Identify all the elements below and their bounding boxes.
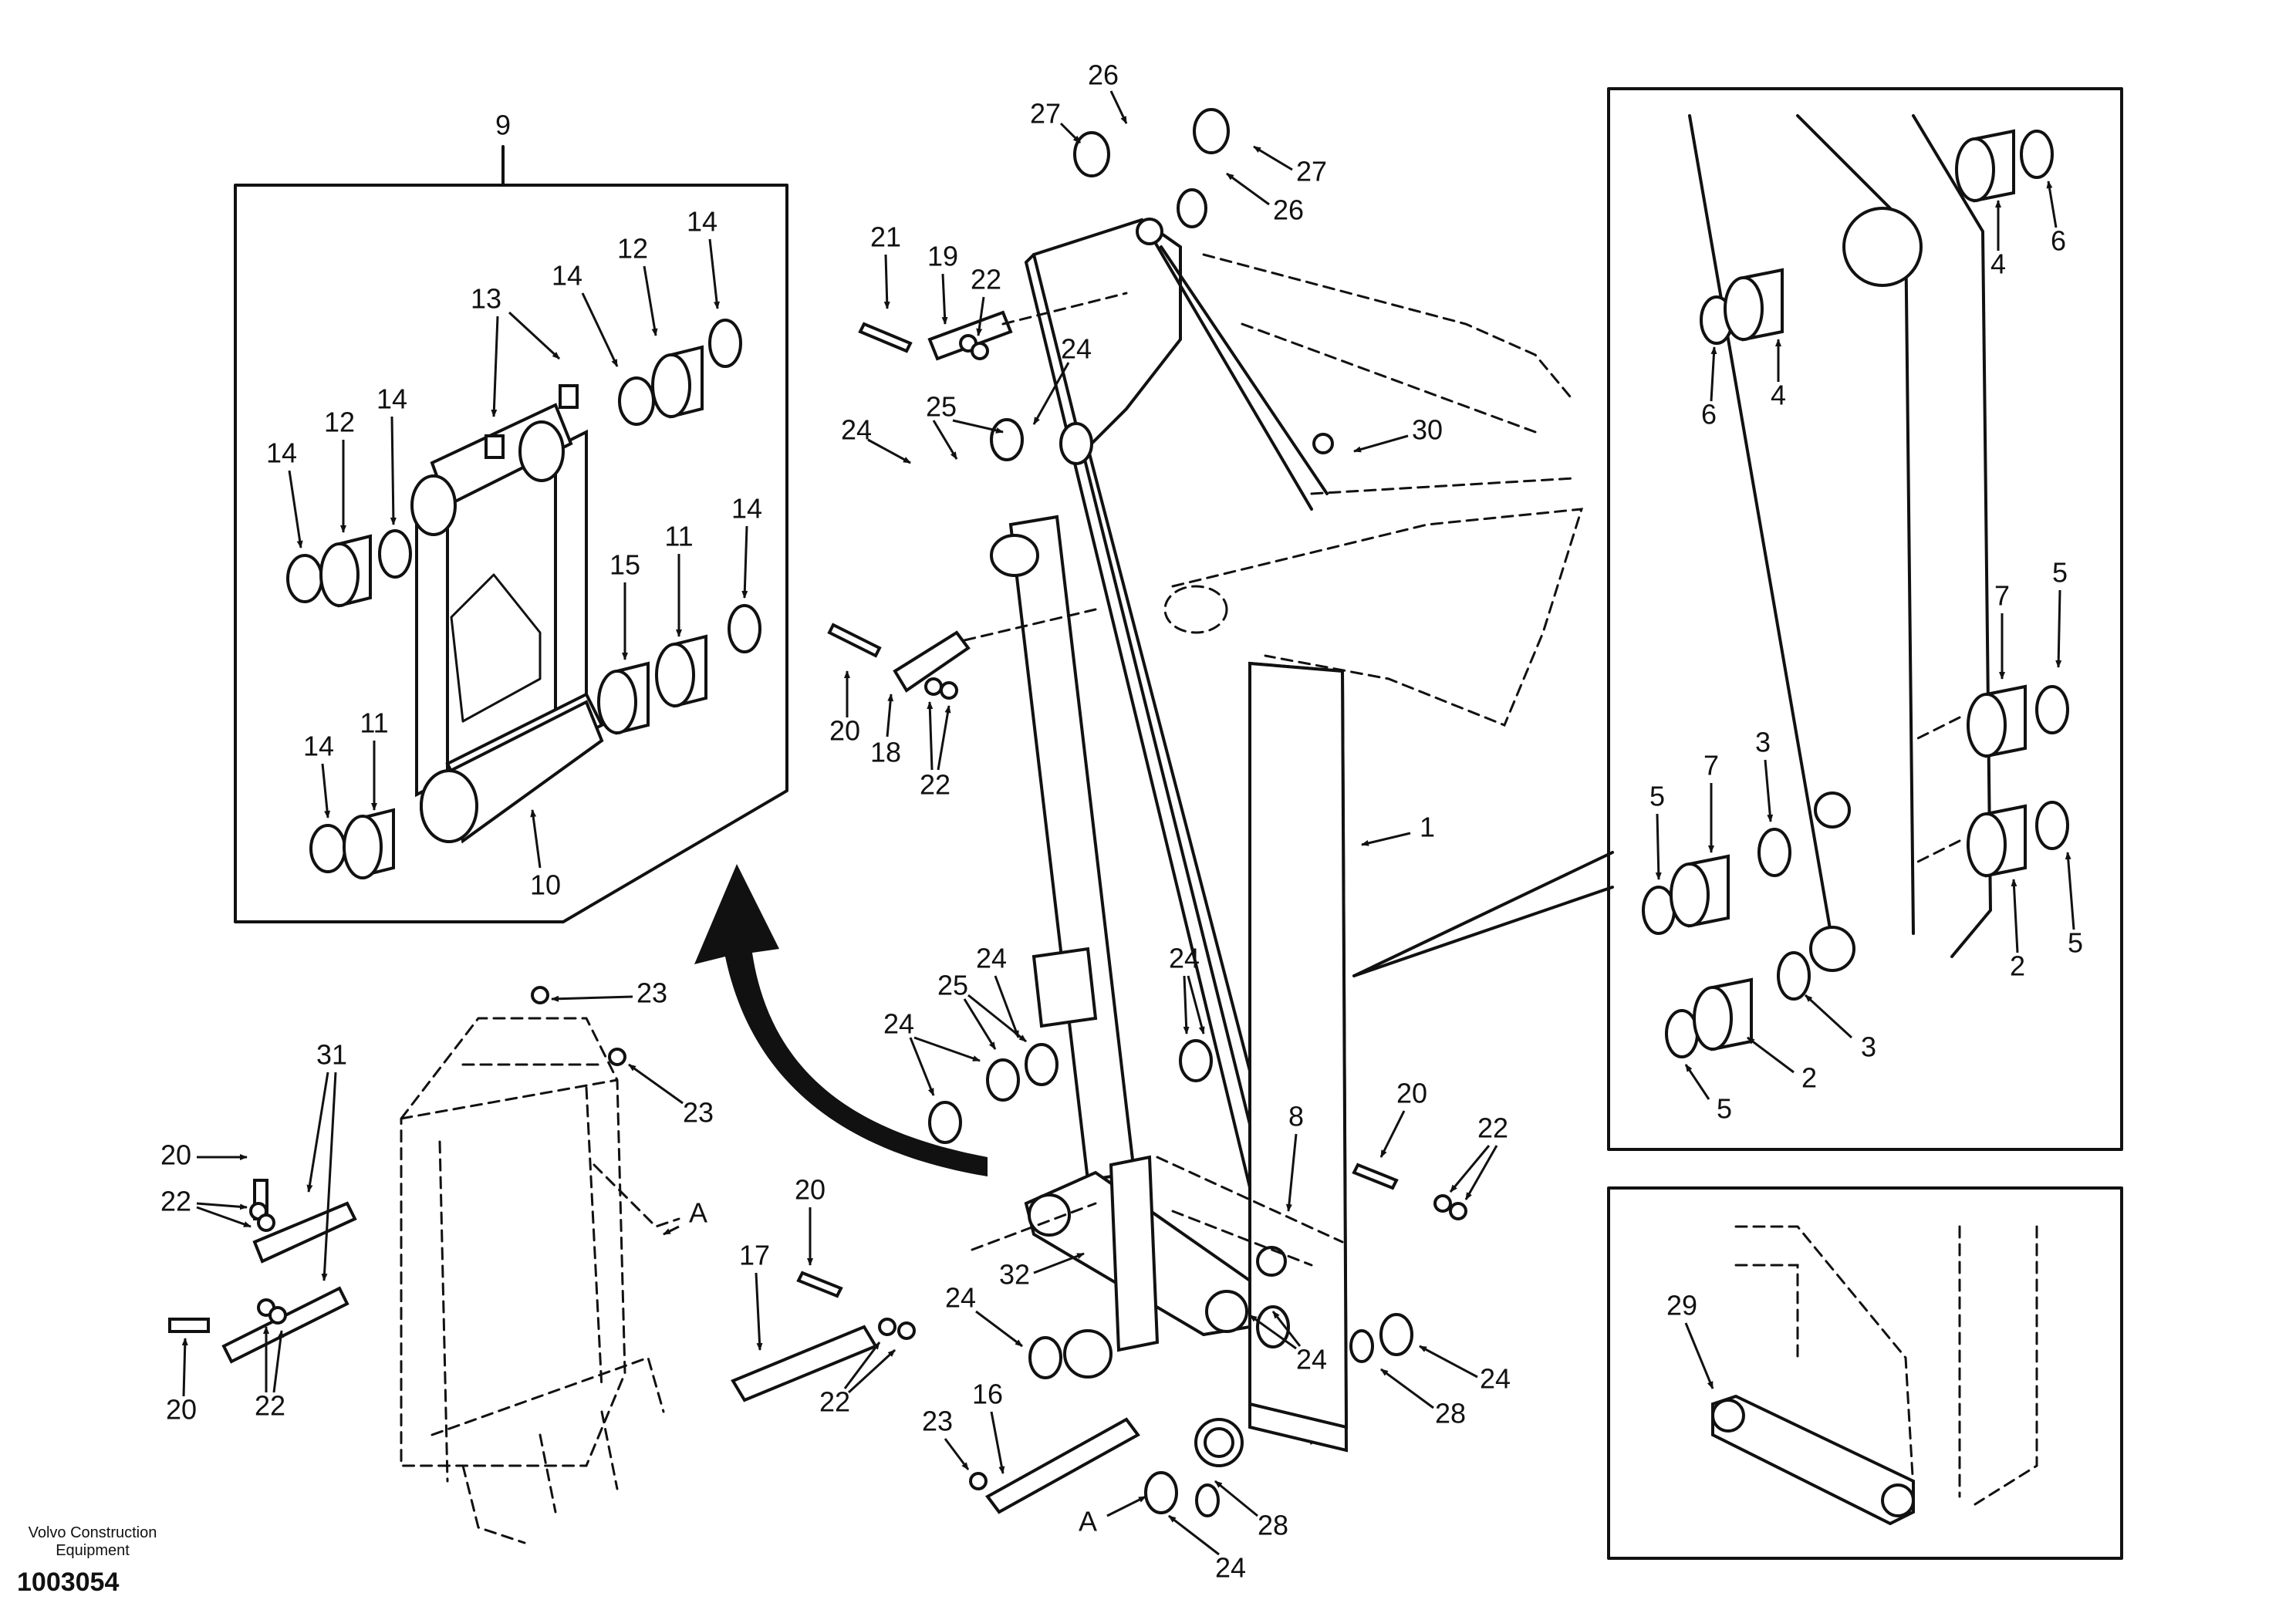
callout-24-left: 24 xyxy=(841,414,872,446)
callout-22-e: 22 xyxy=(255,1390,285,1422)
callout-5-left: 5 xyxy=(1649,781,1665,812)
curved-pointer-arrow xyxy=(694,864,988,1176)
callout-24-d: 24 xyxy=(1215,1552,1246,1584)
callout-6-left: 6 xyxy=(1701,399,1717,430)
callout-14-e: 14 xyxy=(731,493,762,525)
callout-23-b: 23 xyxy=(636,977,667,1009)
callout-3-top: 3 xyxy=(1755,727,1771,758)
callout-23-c: 23 xyxy=(683,1097,714,1129)
callout-20-d: 20 xyxy=(160,1139,191,1171)
bucket-assembly xyxy=(168,1017,680,1544)
callout-2-right: 2 xyxy=(2010,950,2025,982)
callout-7-right: 7 xyxy=(1994,580,2010,612)
callout-A-bottom: A xyxy=(1079,1506,1097,1537)
callout-20-b: 20 xyxy=(1396,1078,1427,1109)
brand-block: Volvo Construction Equipment 1003054 xyxy=(17,1524,157,1597)
callout-3-bottom: 3 xyxy=(1861,1031,1876,1063)
callout-26-top: 26 xyxy=(1088,59,1119,91)
callout-21: 21 xyxy=(870,221,901,253)
callout-22-top: 22 xyxy=(971,264,1001,295)
callout-22-d: 22 xyxy=(160,1186,191,1217)
link-alt-panel xyxy=(1607,1186,2123,1560)
callout-20-a: 20 xyxy=(829,715,860,747)
callout-7-left: 7 xyxy=(1703,750,1719,781)
callout-13: 13 xyxy=(471,283,501,315)
callout-A-left: A xyxy=(689,1197,707,1229)
callout-18: 18 xyxy=(870,737,901,768)
callout-5-right-top: 5 xyxy=(2052,557,2068,589)
callout-5-right-bottom: 5 xyxy=(2068,927,2083,959)
callout-24-b2: 24 xyxy=(883,1008,914,1040)
fasteners xyxy=(249,108,1467,1517)
callout-8: 8 xyxy=(1288,1101,1304,1132)
callout-24-c3: 24 xyxy=(1480,1363,1511,1395)
callout-11-b: 11 xyxy=(360,707,388,739)
callout-30: 30 xyxy=(1412,414,1443,446)
callout-31: 31 xyxy=(316,1039,347,1071)
callout-26-right: 26 xyxy=(1273,194,1304,226)
callout-25-top: 25 xyxy=(926,391,957,423)
callout-32: 32 xyxy=(999,1259,1030,1291)
callout-20-c: 20 xyxy=(795,1174,826,1206)
callout-24-c2: 24 xyxy=(1296,1344,1327,1375)
callout-24-b3: 24 xyxy=(1169,943,1200,974)
callout-28-b: 28 xyxy=(1258,1510,1288,1541)
callout-24-top: 24 xyxy=(1061,333,1092,365)
callout-22-c: 22 xyxy=(819,1386,850,1418)
callout-24-b1: 24 xyxy=(976,943,1007,974)
link-detail-panel xyxy=(234,145,788,923)
callout-12-a: 12 xyxy=(617,233,648,265)
callout-6-top: 6 xyxy=(2051,225,2066,257)
callout-29: 29 xyxy=(1666,1290,1697,1321)
callout-14-a: 14 xyxy=(552,260,582,292)
callout-1: 1 xyxy=(1420,812,1435,843)
callout-14-d: 14 xyxy=(376,383,407,415)
callout-2-bottom: 2 xyxy=(1801,1062,1817,1094)
callout-5-bottom: 5 xyxy=(1717,1093,1732,1125)
callout-19: 19 xyxy=(927,241,958,272)
callout-28-a: 28 xyxy=(1435,1398,1466,1429)
callout-17: 17 xyxy=(739,1240,770,1271)
callout-15: 15 xyxy=(609,549,640,581)
callout-22-b: 22 xyxy=(1477,1112,1508,1144)
document-number: 1003054 xyxy=(17,1568,119,1597)
callout-27-top: 27 xyxy=(1030,98,1061,130)
callout-14-c: 14 xyxy=(266,437,297,469)
callout-14-b: 14 xyxy=(687,206,718,238)
callout-25-b: 25 xyxy=(937,970,968,1001)
callout-23-a: 23 xyxy=(922,1406,953,1437)
callout-12-b: 12 xyxy=(324,407,355,438)
brand-line-2: Equipment xyxy=(56,1542,130,1559)
callout-4-top: 4 xyxy=(1990,248,2006,280)
callout-14-f: 14 xyxy=(303,731,334,762)
callout-11-a: 11 xyxy=(664,521,693,552)
callout-9: 9 xyxy=(495,110,511,141)
callout-22-a: 22 xyxy=(920,769,950,801)
callout-24-c1: 24 xyxy=(945,1282,976,1314)
callout-20-e: 20 xyxy=(166,1394,197,1426)
callout-labels: 9 26 27 27 26 21 19 22 24 25 24 30 20 18… xyxy=(160,59,2083,1584)
arm-assembly xyxy=(893,218,1584,1467)
callout-4-left: 4 xyxy=(1771,380,1786,411)
bushing-detail-panel xyxy=(1607,87,2123,1151)
callout-27-right: 27 xyxy=(1296,156,1327,187)
callout-10: 10 xyxy=(530,869,561,901)
brand-line-1: Volvo Construction xyxy=(29,1524,157,1541)
callout-16: 16 xyxy=(972,1379,1003,1410)
